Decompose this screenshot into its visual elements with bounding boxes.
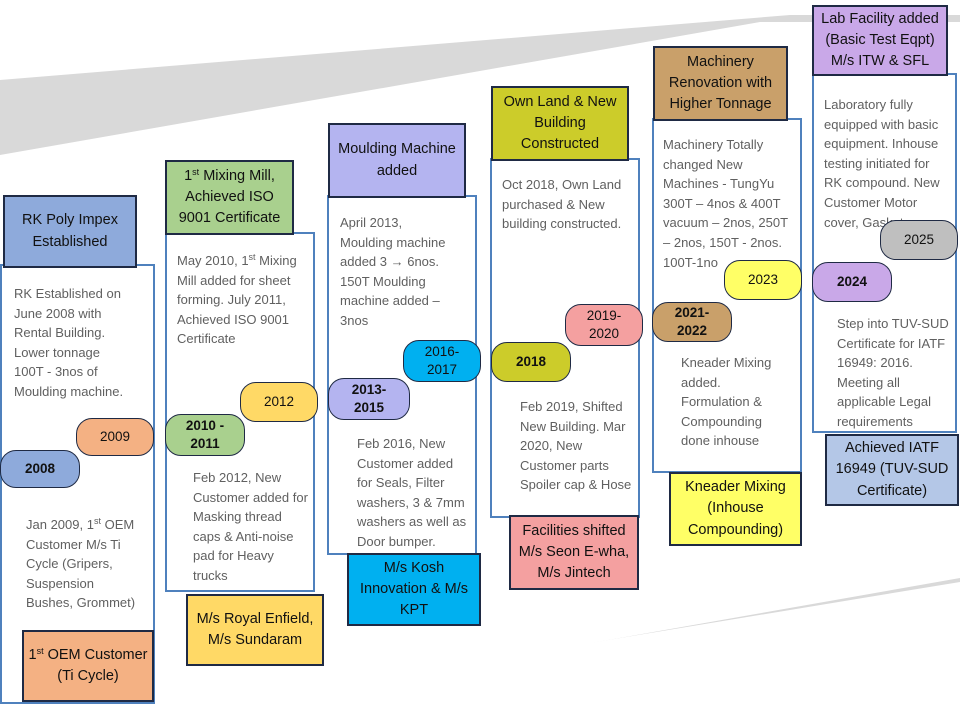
year-2019-2020: 2019-2020 bbox=[565, 304, 643, 346]
kosh-box: M/s Kosh Innovation & M/s KPT bbox=[347, 553, 481, 626]
iatf-desc: Step into TUV-SUD Certificate for IATF 1… bbox=[837, 316, 949, 429]
year-2013-2015: 2013-2015 bbox=[328, 378, 410, 420]
royal-enfield-box: M/s Royal Enfield, M/s Sundaram bbox=[186, 594, 324, 666]
seon-desc: Feb 2019, Shifted New Building. Mar 2020… bbox=[520, 399, 632, 493]
year-2021-2022: 2021-2022 bbox=[652, 302, 732, 342]
own-land-box: Own Land & New Building Constructed bbox=[491, 86, 629, 161]
kosh-title: M/s Kosh Innovation & M/s KPT bbox=[360, 559, 468, 618]
mixing-mill-box: 1st Mixing Mill, Achieved ISO 9001 Certi… bbox=[165, 160, 294, 235]
lab-facility-box: Lab Facility added (Basic Test Eqpt) M/s… bbox=[812, 5, 948, 76]
rk-title: RK Poly Impex Established bbox=[22, 212, 118, 250]
mixing-title: 1st Mixing Mill, Achieved ISO 9001 Certi… bbox=[178, 166, 281, 226]
year-2025: 2025 bbox=[880, 220, 958, 260]
moulding-desc: April 2013, Moulding machine added 3 → 6… bbox=[340, 215, 446, 328]
year-2008: 2008 bbox=[0, 450, 80, 488]
seon-title: Facilities shifted M/s Seon E-wha, M/s J… bbox=[518, 522, 630, 581]
oem-desc: Jan 2009, 1st OEM Customer M/s Ti Cycle … bbox=[26, 516, 136, 611]
rk-desc: RK Established on June 2008 with Rental … bbox=[14, 286, 124, 399]
land-title: Own Land & New Building Constructed bbox=[503, 93, 617, 152]
arrow-right-icon: → bbox=[390, 254, 404, 270]
lab-title: Lab Facility added (Basic Test Eqpt) M/s… bbox=[821, 10, 939, 70]
kneader-box: Kneader Mixing (Inhouse Compounding) bbox=[669, 472, 802, 546]
kosh-desc: Feb 2016, New Customer added for Seals, … bbox=[357, 436, 467, 549]
royal-title: M/s Royal Enfield, M/s Sundaram bbox=[196, 610, 314, 648]
land-desc: Oct 2018, Own Land purchased & New build… bbox=[502, 177, 622, 232]
lab-desc: Laboratory fully equipped with basic equ… bbox=[824, 97, 940, 230]
royal-desc: Feb 2012, New Customer added for Masking… bbox=[193, 470, 308, 583]
iatf-title: Achieved IATF 16949 (TUV-SUD Certificate… bbox=[835, 440, 949, 499]
oem-title: 1st OEM Customer (Ti Cycle) bbox=[28, 645, 148, 684]
iatf-box: Achieved IATF 16949 (TUV-SUD Certificate… bbox=[825, 434, 959, 506]
year-2012: 2012 bbox=[240, 382, 318, 422]
year-2009: 2009 bbox=[76, 418, 154, 456]
seon-box: Facilities shifted M/s Seon E-wha, M/s J… bbox=[509, 515, 639, 590]
machinery-title: Machinery Renovation with Higher Tonnage bbox=[668, 53, 773, 112]
first-oem-box: 1st OEM Customer (Ti Cycle) bbox=[22, 630, 154, 702]
machinery-desc: Machinery Totally changed New Machines -… bbox=[663, 137, 788, 270]
kneader-desc: Kneader Mixing added. Formulation & Comp… bbox=[681, 355, 772, 449]
moulding-title: Moulding Machine added bbox=[338, 141, 456, 179]
kneader-title: Kneader Mixing (Inhouse Compounding) bbox=[685, 479, 786, 538]
machinery-box: Machinery Renovation with Higher Tonnage bbox=[653, 46, 788, 121]
year-2018: 2018 bbox=[491, 342, 571, 382]
year-2023: 2023 bbox=[724, 260, 802, 300]
year-2010-2011: 2010 - 2011 bbox=[165, 414, 245, 456]
moulding-box: Moulding Machine added bbox=[328, 123, 466, 198]
rk-established-box: RK Poly Impex Established bbox=[3, 195, 137, 268]
year-2024: 2024 bbox=[812, 262, 892, 302]
mixing-desc: May 2010, 1st Mixing Mill added for shee… bbox=[177, 252, 297, 347]
year-2016-2017: 2016-2017 bbox=[403, 340, 481, 382]
